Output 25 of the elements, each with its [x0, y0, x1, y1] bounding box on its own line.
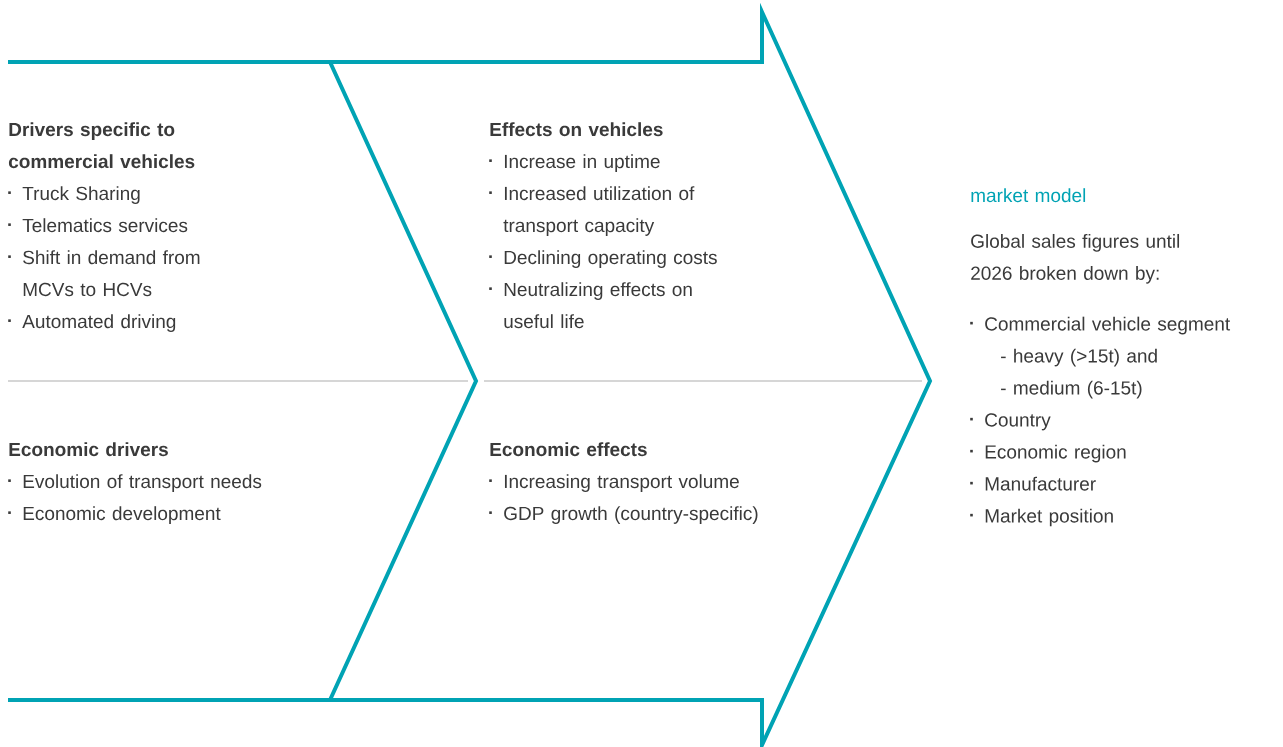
description-text: Global sales figures until 2026 broken down by: — [971, 233, 1180, 284]
bullet-item: Shift in demand from MCVs to HCVs — [8, 250, 200, 297]
bullet-item: Increased utilization of transport capacity — [489, 186, 695, 236]
bullet-item: GDP growth (country-specific) — [489, 506, 758, 524]
bullet-item: Telematics services — [8, 218, 188, 233]
bullet-item: Commercial vehicle segment — [970, 316, 1231, 335]
bullet-item: Manufacturer — [970, 476, 1096, 491]
bullet-item: Increasing transport volume — [489, 474, 739, 492]
bullet-item: Truck Sharing — [8, 186, 140, 204]
bullet-item: Country — [970, 413, 1051, 431]
section-heading: Economic drivers — [9, 442, 168, 457]
bullet-item: Automated driving — [8, 314, 176, 332]
bullet-item: Neutralizing effects on useful life — [489, 282, 692, 329]
section-heading: Economic effects — [490, 442, 647, 457]
bullet-item: Evolution of transport needs — [8, 474, 262, 492]
bullet-item: Economic region — [970, 444, 1126, 463]
bullet-item: Declining operating costs — [489, 250, 717, 268]
section-heading: Drivers specific to commercial vehicles — [8, 122, 195, 169]
section-heading: Effects on vehicles — [490, 122, 663, 137]
bullet-item: Market position — [970, 508, 1113, 527]
bullet-item: Increase in uptime — [489, 154, 660, 172]
section-heading: market model — [971, 188, 1086, 203]
sub-item: - heavy (>15t) and — [1001, 348, 1157, 367]
bullet-item: Economic development — [8, 506, 221, 524]
sub-item: - medium (6-15t) — [1001, 380, 1142, 399]
